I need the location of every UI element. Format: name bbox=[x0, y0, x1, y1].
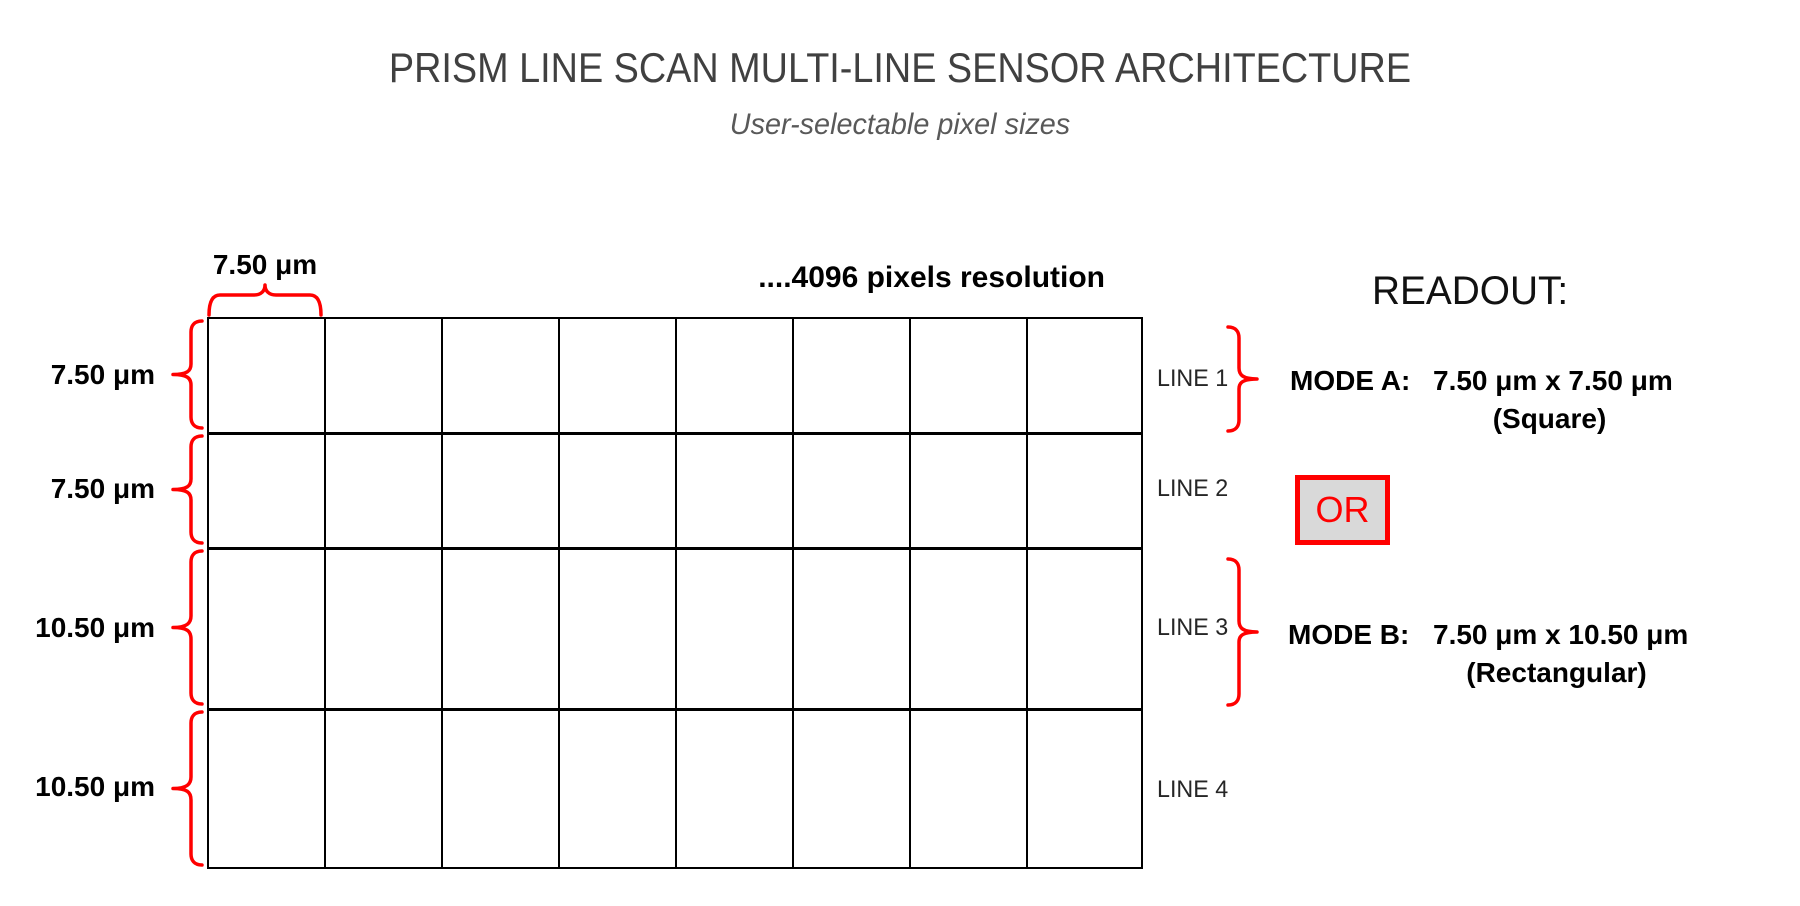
mode-a-brace bbox=[1226, 325, 1259, 433]
grid-column-line bbox=[675, 319, 677, 867]
row-brace-2 bbox=[171, 434, 204, 545]
slide-subtitle: User-selectable pixel sizes bbox=[729, 108, 1071, 141]
grid-column-line bbox=[324, 319, 326, 867]
row-brace-3 bbox=[171, 549, 204, 706]
grid-column-line bbox=[1026, 319, 1028, 867]
row-brace-4 bbox=[171, 710, 204, 867]
row-height-label-2: 7.50 μm bbox=[50, 473, 155, 504]
mode-a-shape: (Square) bbox=[1492, 403, 1607, 434]
slide-title: PRISM LINE SCAN MULTI-LINE SENSOR ARCHIT… bbox=[388, 44, 1412, 91]
line-label-3: LINE 3 bbox=[1157, 614, 1229, 641]
mode-b-label: MODE B: bbox=[1288, 619, 1410, 650]
grid-row-line bbox=[209, 547, 1141, 550]
row-height-label-1: 7.50 μm bbox=[50, 359, 155, 390]
grid-row-line bbox=[209, 708, 1141, 711]
grid-column-line bbox=[909, 319, 911, 867]
column-width-label: 7.50 μm bbox=[212, 249, 318, 280]
line-label-2: LINE 2 bbox=[1157, 475, 1229, 502]
grid-column-line bbox=[441, 319, 443, 867]
row-brace-1 bbox=[171, 319, 204, 430]
row-height-label-4: 10.50 μm bbox=[35, 771, 155, 802]
sensor-grid bbox=[207, 317, 1143, 869]
mode-a-label: MODE A: bbox=[1290, 365, 1411, 396]
mode-a-dimensions: 7.50 μm x 7.50 μm bbox=[1433, 365, 1673, 396]
line-label-1: LINE 1 bbox=[1157, 365, 1229, 392]
or-label: OR bbox=[1315, 489, 1370, 530]
mode-b-brace bbox=[1226, 557, 1259, 707]
mode-b-dimensions: 7.50 μm x 10.50 μm bbox=[1433, 619, 1689, 650]
or-box: OR bbox=[1295, 475, 1390, 545]
mode-b-shape: (Rectangular) bbox=[1466, 657, 1647, 688]
row-height-label-3: 10.50 μm bbox=[35, 612, 155, 643]
readout-heading: READOUT: bbox=[1372, 269, 1569, 313]
resolution-label: ....4096 pixels resolution bbox=[758, 261, 1105, 294]
column-width-brace bbox=[207, 283, 323, 317]
grid-column-line bbox=[792, 319, 794, 867]
grid-column-line bbox=[558, 319, 560, 867]
grid-row-line bbox=[209, 432, 1141, 435]
line-label-4: LINE 4 bbox=[1157, 776, 1229, 803]
